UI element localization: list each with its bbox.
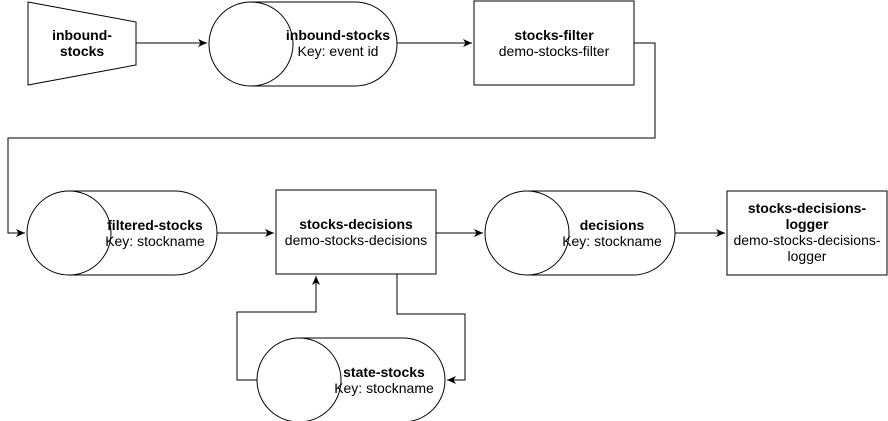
filtered-stocks-topic-shape[interactable] (26, 190, 218, 276)
inbound-stocks-source-shape[interactable] (27, 1, 137, 86)
edge-decisions-processor-to-state-stocks (396, 274, 466, 384)
stocks-decisions-box[interactable] (275, 189, 437, 275)
inbound-stocks-topic-shape[interactable] (208, 1, 398, 87)
state-stocks-topic-shape[interactable] (256, 337, 446, 421)
edge-state-stocks-to-decisions-processor (236, 276, 320, 381)
decisions-topic-shape[interactable] (484, 190, 676, 276)
edge-filter-to-filtered-topic (7, 42, 656, 237)
stocks-decisions-logger-box[interactable] (726, 190, 888, 276)
stocks-filter-box[interactable] (473, 0, 635, 86)
